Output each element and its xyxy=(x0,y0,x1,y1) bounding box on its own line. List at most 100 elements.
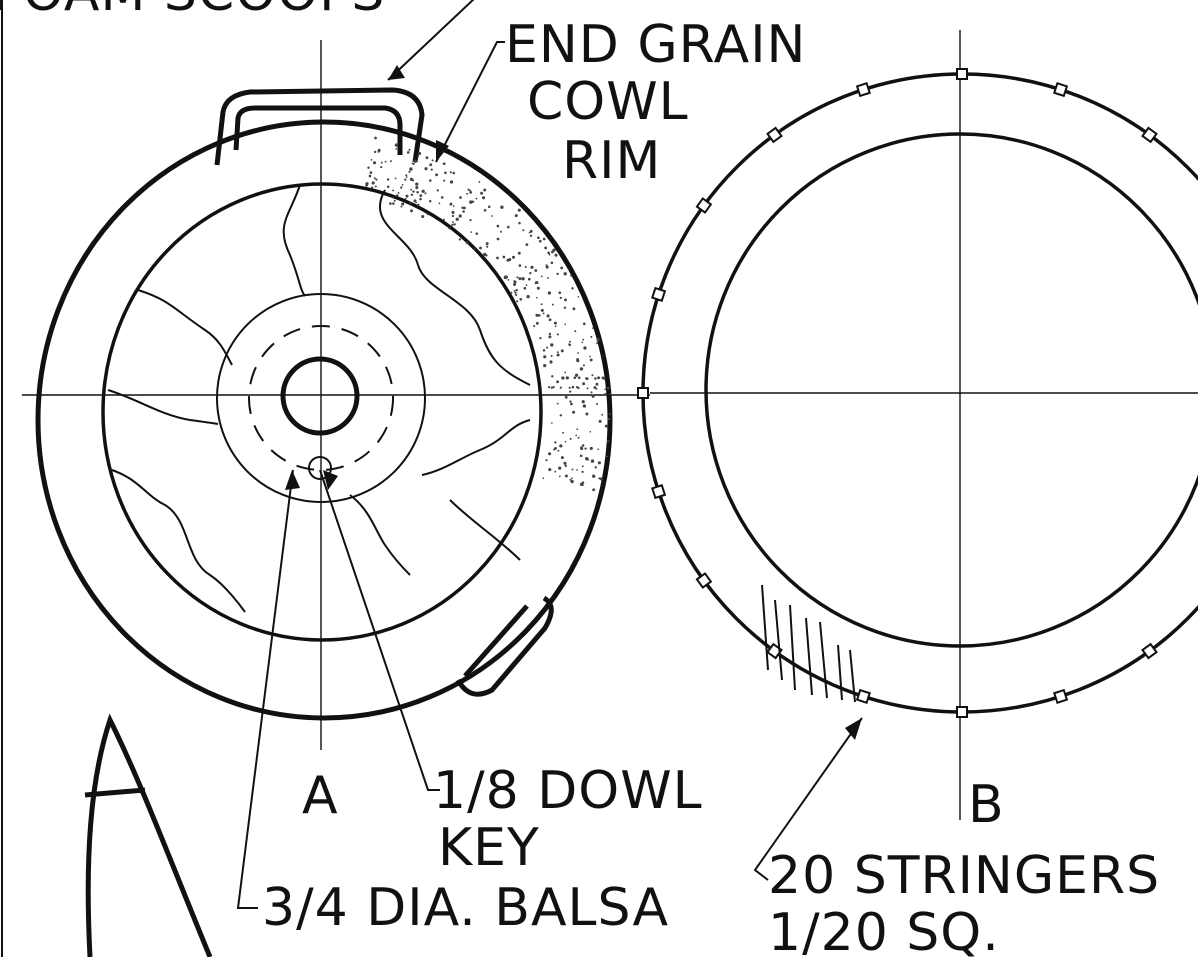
stipple-dot xyxy=(540,275,543,278)
stipple-dot xyxy=(571,385,575,389)
stipple-dot xyxy=(563,306,567,309)
balsa-leader xyxy=(236,469,294,909)
stipple-dot xyxy=(540,303,543,306)
stipple-dot xyxy=(572,307,576,311)
stipple-dot xyxy=(559,386,562,389)
spinner-line xyxy=(84,787,146,798)
end-grain-label-line1: END GRAIN xyxy=(505,15,806,75)
stipple-dot xyxy=(574,373,579,377)
stipple-dot xyxy=(591,374,594,377)
stipple-dot xyxy=(463,206,466,210)
stipple-dot xyxy=(577,436,580,439)
stipple-dot xyxy=(410,209,413,213)
stipple-dot xyxy=(518,221,521,225)
stipple-dot xyxy=(517,208,521,212)
stipple-dot xyxy=(556,272,559,276)
stipple-dot xyxy=(530,265,534,269)
stipple-dot xyxy=(518,264,522,267)
stipple-dot xyxy=(571,477,573,480)
view-b-stringer-notches xyxy=(637,68,1158,718)
stipple-dot xyxy=(412,162,415,165)
stipple-dot xyxy=(584,447,587,450)
view-a-dashed-circle xyxy=(248,325,394,471)
stipple-dot xyxy=(547,291,552,295)
stipple-dot xyxy=(377,148,381,152)
stipple-dot xyxy=(539,336,542,340)
stipple-dot xyxy=(595,382,599,386)
stipple-dot xyxy=(581,470,584,473)
end-grain-label-line3: RIM xyxy=(562,131,661,191)
stipple-dot xyxy=(496,224,500,228)
stipple-dot xyxy=(486,245,489,248)
stipple-dot xyxy=(604,388,607,391)
stipple-dot xyxy=(581,484,584,486)
stipple-dot xyxy=(570,402,573,406)
stipple-dot xyxy=(547,385,551,389)
stringer-notch xyxy=(651,286,667,302)
stipple-dot xyxy=(469,189,472,192)
stringer-notch xyxy=(766,642,783,660)
stipple-dot xyxy=(548,452,552,456)
stipple-dot xyxy=(452,171,456,175)
stipple-dot xyxy=(425,156,429,160)
stipple-dot xyxy=(562,431,565,434)
stipple-dot xyxy=(522,229,525,232)
stipple-dot xyxy=(579,454,583,458)
stipple-dot xyxy=(405,174,408,177)
view-a-inner-opening xyxy=(101,182,543,642)
stipple-dot xyxy=(404,197,407,200)
end-grain-label-line2: COWL xyxy=(527,72,689,132)
stipple-dot xyxy=(408,148,411,151)
stringer-notch xyxy=(1053,688,1069,704)
stipple-dot xyxy=(506,225,510,229)
stipple-dot xyxy=(558,291,562,294)
stipple-dot xyxy=(547,251,551,255)
stipple-dot xyxy=(557,449,560,452)
stipple-dot xyxy=(409,177,414,181)
foam-scoops-leader xyxy=(387,0,475,81)
stipple-dot xyxy=(551,422,553,424)
stipple-dot xyxy=(529,229,533,233)
stipple-dot xyxy=(589,430,592,433)
stipple-dot xyxy=(459,196,462,199)
stipple-dot xyxy=(597,461,602,465)
stipple-dot xyxy=(597,376,601,380)
stipple-dot xyxy=(601,376,605,380)
view-a-center-bore xyxy=(280,356,360,436)
foam-scoops-label: FOAM SCOOPS xyxy=(0,0,385,23)
stipple-dot xyxy=(536,286,540,290)
stipple-dot xyxy=(507,279,510,281)
stipple-dot xyxy=(554,470,557,473)
stipple-dot xyxy=(596,402,599,406)
stipple-dot xyxy=(482,196,486,200)
stipple-dot xyxy=(392,189,395,192)
view-a-label: A xyxy=(302,766,339,826)
stringer-notch xyxy=(651,484,667,500)
stipple-dot xyxy=(568,386,571,389)
stipple-dot xyxy=(449,171,452,174)
stipple-dot xyxy=(512,282,517,287)
stipple-dot xyxy=(375,178,378,181)
stipple-dot xyxy=(589,355,591,358)
stipple-dot xyxy=(576,386,579,389)
stringer-notch xyxy=(1053,82,1069,98)
stipple-dot xyxy=(545,265,549,269)
stipple-dot xyxy=(601,413,604,416)
stipple-dot xyxy=(462,210,465,213)
dowel-key-label-line1: 1/8 DOWL xyxy=(433,761,703,821)
stipple-dot xyxy=(496,256,499,260)
stipple-dot xyxy=(579,367,584,371)
stipple-dot xyxy=(573,376,577,380)
stipple-dot xyxy=(582,322,586,326)
stipple-dot xyxy=(529,272,532,275)
stipple-dot xyxy=(548,332,552,336)
stipple-dot xyxy=(455,217,459,221)
stipple-dot xyxy=(483,209,487,212)
stipple-dot xyxy=(559,444,563,448)
stipple-dot xyxy=(604,424,608,428)
stipple-dot xyxy=(409,202,412,205)
stipple-dot xyxy=(582,338,584,341)
view-a-cowl xyxy=(22,40,650,750)
stipple-dot xyxy=(534,269,538,272)
